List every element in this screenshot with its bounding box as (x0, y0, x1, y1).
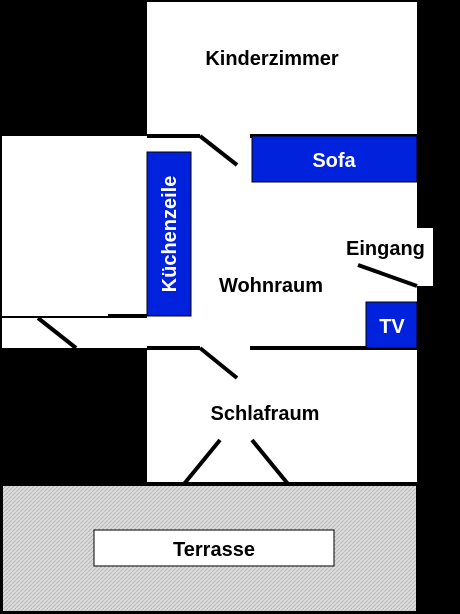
tv-label: TV (379, 316, 405, 338)
sofa-label: Sofa (312, 150, 356, 172)
corridor-floor (2, 318, 147, 348)
eingang-label: Eingang (346, 238, 425, 260)
eingang-floor (417, 228, 433, 286)
door-terrace-right (250, 438, 290, 486)
door-eingang (357, 263, 418, 288)
door-kinderzimmer (198, 134, 239, 167)
door-schlafraum (198, 346, 239, 380)
kinderzimmer-floor (147, 2, 417, 136)
terrasse-label: Terrasse (173, 539, 255, 561)
terrasse-label-box (93, 529, 335, 567)
kuechenzeile-label: Küchenzeile (159, 176, 181, 293)
kuechenzeile (146, 151, 192, 317)
sofa (251, 135, 418, 183)
door-terrace-left (182, 438, 222, 486)
wohnraum-label: Wohnraum (219, 275, 323, 297)
kinderzimmer-label: Kinderzimmer (205, 48, 339, 70)
schlafraum-floor (147, 350, 417, 484)
tv (365, 301, 418, 349)
schlafraum-label: Schlafraum (211, 403, 320, 425)
door-side-room (36, 316, 78, 350)
side-room-floor (2, 136, 147, 316)
